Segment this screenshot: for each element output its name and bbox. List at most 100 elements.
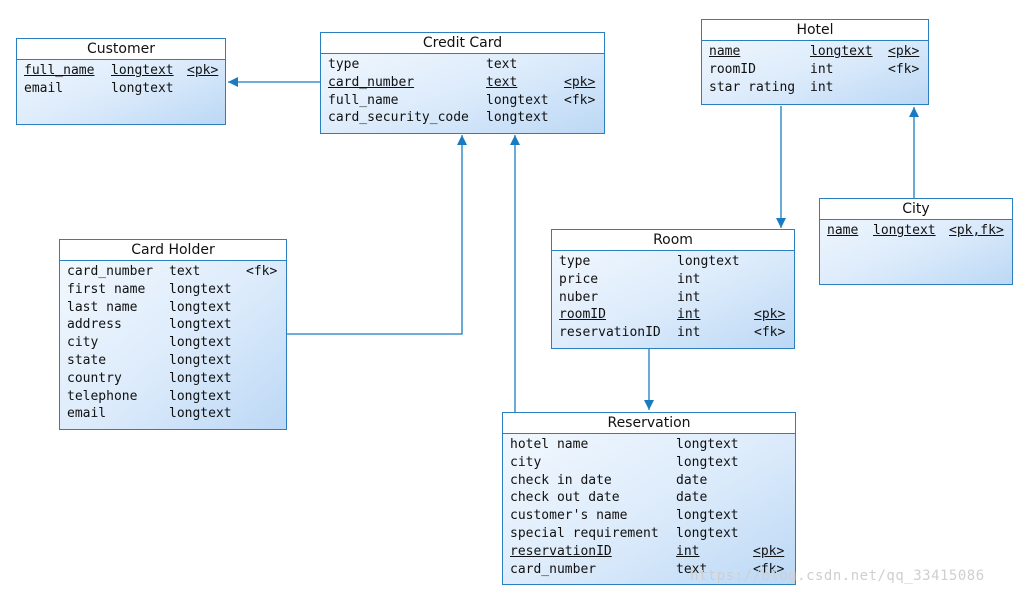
field-row: nuber int	[552, 289, 794, 307]
field-type: longtext	[169, 352, 232, 368]
field-row: roomID int <fk>	[702, 61, 928, 79]
field-row: reservationID int <pk>	[503, 543, 795, 561]
field-row: name longtext <pk>	[702, 43, 928, 61]
field-type: int	[810, 79, 834, 95]
field-type: int	[677, 271, 701, 287]
field-type: int	[810, 61, 834, 77]
field-type: longtext	[677, 254, 740, 269]
field-name: price	[559, 271, 599, 287]
field-row: check in date date	[503, 472, 795, 490]
field-type: longtext	[111, 80, 174, 96]
entity-title: Card Holder	[60, 240, 286, 261]
field-name: name	[709, 44, 741, 59]
field-row: country longtext	[60, 370, 286, 388]
field-name: state	[67, 352, 107, 368]
field-type: int	[676, 543, 700, 559]
field-type: longtext	[873, 223, 936, 238]
field-name: nuber	[559, 289, 599, 305]
field-name: hotel name	[510, 437, 589, 452]
field-name: card_number	[67, 264, 154, 279]
field-row: full_name longtext <fk>	[321, 92, 604, 110]
field-row: roomID int <pk>	[552, 306, 794, 324]
field-row: first name longtext	[60, 281, 286, 299]
field-name: star rating	[709, 79, 796, 95]
field-name: customer's name	[510, 508, 628, 524]
field-name: country	[67, 370, 122, 386]
field-type: text	[486, 74, 518, 90]
field-type: longtext	[169, 335, 232, 351]
field-type: longtext	[169, 388, 232, 404]
field-key: <pk>	[753, 543, 785, 559]
field-row: last name longtext	[60, 299, 286, 317]
entity-title: Credit Card	[321, 33, 604, 54]
field-type: text	[169, 264, 201, 279]
field-name: special requirement	[510, 525, 659, 541]
field-name: last name	[67, 299, 138, 315]
field-key: <fk>	[246, 264, 278, 279]
field-name: city	[67, 335, 99, 351]
entity-room[interactable]: Room type longtext price int nuber int r…	[551, 229, 795, 349]
entity-customer[interactable]: Customer full_name longtext <pk> email l…	[16, 38, 226, 125]
field-name: telephone	[67, 388, 138, 404]
field-type: date	[676, 472, 708, 488]
field-row: card_number text <pk>	[321, 74, 604, 92]
field-row: check out date date	[503, 489, 795, 507]
field-row: email longtext	[60, 405, 286, 423]
field-name: roomID	[559, 307, 606, 323]
field-row: customer's name longtext	[503, 507, 795, 525]
field-row: state longtext	[60, 352, 286, 370]
field-type: int	[677, 325, 701, 341]
field-type: longtext	[676, 525, 739, 541]
watermark: https://blog.csdn.net/qq_33415086	[690, 568, 985, 584]
entity-reservation[interactable]: Reservation hotel name longtext city lon…	[502, 412, 796, 585]
field-key: <pk>	[564, 74, 596, 90]
field-name: name	[827, 223, 859, 238]
field-type: longtext	[169, 317, 232, 333]
field-type: longtext	[810, 44, 873, 59]
entity-title: City	[820, 199, 1012, 220]
field-name: type	[328, 57, 360, 72]
field-row: telephone longtext	[60, 388, 286, 406]
field-name: card_number	[510, 561, 597, 577]
field-key: <pk>	[187, 63, 219, 78]
field-name: reservationID	[559, 325, 661, 341]
field-row: city longtext	[503, 454, 795, 472]
field-key: <fk>	[888, 61, 920, 77]
field-row: address longtext	[60, 316, 286, 334]
field-row: city longtext	[60, 334, 286, 352]
field-key: <pk,fk>	[949, 223, 1004, 238]
field-type: longtext	[169, 281, 232, 297]
entity-city[interactable]: City name longtext <pk,fk>	[819, 198, 1013, 285]
field-type: longtext	[169, 406, 232, 422]
field-type: longtext	[111, 63, 174, 78]
field-type: longtext	[486, 92, 549, 108]
field-key: <pk>	[754, 307, 786, 323]
field-row: star rating int	[702, 79, 928, 97]
field-name: roomID	[709, 61, 756, 77]
field-row: email longtext	[17, 80, 225, 98]
field-row: type text	[321, 56, 604, 74]
field-type: longtext	[486, 110, 549, 126]
field-type: int	[677, 289, 701, 305]
field-name: card_number	[328, 74, 415, 90]
entity-card-holder[interactable]: Card Holder card_number text <fk> first …	[59, 239, 287, 430]
entity-title: Hotel	[702, 20, 928, 41]
entity-hotel[interactable]: Hotel name longtext <pk> roomID int <fk>…	[701, 19, 929, 105]
field-name: address	[67, 317, 122, 333]
field-name: reservationID	[510, 543, 612, 559]
field-type: longtext	[169, 370, 232, 386]
field-name: email	[67, 406, 107, 422]
field-type: longtext	[676, 508, 739, 524]
entity-title: Reservation	[503, 413, 795, 434]
field-key: <fk>	[753, 561, 785, 577]
field-type: longtext	[676, 454, 739, 470]
field-name: email	[24, 80, 64, 96]
field-row: full_name longtext <pk>	[17, 62, 225, 80]
entity-credit-card[interactable]: Credit Card type text card_number text <…	[320, 32, 605, 134]
field-row: card_number text <fk>	[503, 561, 795, 579]
field-type: longtext	[169, 299, 232, 315]
field-type: text	[486, 57, 518, 72]
field-row: price int	[552, 271, 794, 289]
field-row: special requirement longtext	[503, 525, 795, 543]
field-key: <fk>	[564, 92, 596, 108]
